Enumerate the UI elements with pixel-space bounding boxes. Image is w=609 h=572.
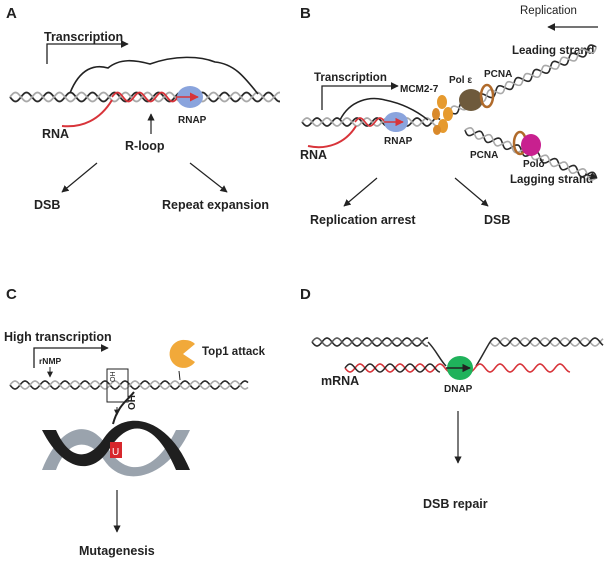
mcm-label: MCM2-7 — [400, 84, 439, 95]
transcription-label-b: Transcription — [314, 72, 387, 84]
dnap-label: DNAP — [444, 384, 473, 395]
dna-strand-dark — [9, 91, 280, 103]
panel-d-letter: D — [300, 286, 311, 303]
rna-label-b: RNA — [300, 148, 327, 162]
uracil-label: U — [112, 447, 119, 458]
arrow-to-replication-arrest — [343, 177, 378, 207]
dna-top-left-dark — [311, 337, 429, 347]
dna-strand-light-b — [301, 117, 441, 127]
dna-helix-a — [9, 91, 280, 103]
mrna-partner-strand — [344, 363, 441, 373]
strand-bend-right — [475, 341, 491, 367]
panel-d: D mRNA DNAP DSB repair — [300, 286, 604, 511]
top1-attack-label: Top1 attack — [202, 346, 266, 358]
panel-c: C High transcription rNMP OH Top1 attack… — [4, 286, 266, 558]
pcna-ring-top — [479, 83, 495, 109]
high-transcription-label: High transcription — [4, 330, 112, 344]
transcription-start-arrow-b — [321, 82, 399, 110]
rloop-label: R-loop — [125, 139, 165, 153]
oh-label-small: OH — [110, 372, 117, 383]
replication-label: Replication — [520, 5, 577, 17]
panel-c-letter: C — [6, 286, 17, 303]
top1-enzyme-shape — [169, 339, 195, 368]
panel-b: B Replication Leading strand Lagging str… — [300, 5, 598, 227]
mcm-helicase — [432, 95, 453, 135]
rna-strand-b — [307, 125, 357, 149]
rnap-label: RNAP — [178, 115, 207, 126]
pcna-label-top: PCNA — [484, 69, 512, 80]
lagging-strand-label: Lagging strand — [510, 174, 593, 186]
zoomed-double-helix — [42, 391, 190, 477]
oh-label-big: OH — [127, 395, 138, 410]
dna-strand-dark-b — [301, 117, 441, 127]
top1-pointer — [178, 370, 181, 381]
rnmp-label: rNMP — [39, 356, 62, 366]
arrow-to-dsb-b — [454, 177, 489, 207]
rna-label: RNA — [42, 127, 69, 141]
dna-strand-light — [9, 91, 280, 103]
mrna-label: mRNA — [321, 374, 359, 388]
transcription-label: Transcription — [44, 30, 123, 44]
panel-a-letter: A — [6, 5, 17, 22]
rna-strand — [61, 99, 113, 128]
replication-arrest-label: Replication arrest — [310, 213, 416, 227]
dsb-label: DSB — [34, 198, 60, 212]
panel-a: A Transcription RNAP RNA R-loop DSB Repe… — [6, 5, 280, 212]
pol-delta-label: Polδ — [523, 159, 545, 170]
leading-strand-label: Leading strand — [512, 45, 594, 57]
pol-delta-shape — [521, 134, 541, 156]
pol-epsilon-shape — [459, 89, 483, 111]
displaced-strand-b — [339, 97, 429, 121]
pcna-label-bottom: PCNA — [470, 150, 498, 161]
transcription-start-arrow-c — [33, 344, 109, 368]
oh-focus-box — [106, 368, 129, 403]
dna-top-right-b — [489, 337, 604, 347]
dsb-repair-label: DSB repair — [423, 497, 488, 511]
mutagenesis-label: Mutagenesis — [79, 544, 155, 558]
dna-top-right-a — [489, 337, 604, 347]
uracil-mark — [110, 442, 122, 458]
rnap-label-b: RNAP — [384, 136, 413, 147]
transcription-start-arrow — [46, 40, 129, 64]
strand-bend-left — [427, 341, 447, 367]
dna-strand-light-c — [9, 380, 249, 390]
rna-duplex-region — [111, 91, 181, 103]
dna-top-left-light — [311, 337, 429, 347]
displaced-strand — [69, 56, 259, 95]
lagging-end-arrow — [584, 172, 598, 180]
dsb-label-b: DSB — [484, 213, 510, 227]
arrow-to-dsb — [61, 162, 98, 193]
panel-b-letter: B — [300, 5, 311, 22]
pol-epsilon-label: Pol ε — [449, 75, 472, 86]
arrow-to-repeat-expansion — [189, 162, 228, 193]
repeat-expansion-label: Repeat expansion — [162, 198, 269, 212]
